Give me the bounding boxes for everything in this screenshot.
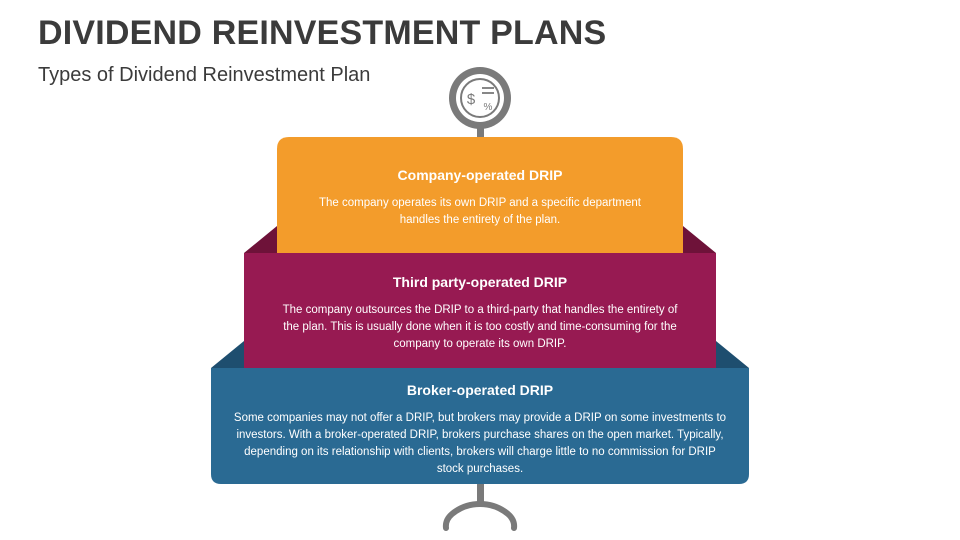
card-description: The company operates its own DRIP and a … (319, 197, 641, 226)
card-description: The company outsources the DRIP to a thi… (282, 304, 678, 350)
card-heading: Broker-operated DRIP (406, 382, 554, 398)
company-operated-card: Company-operated DRIP The company operat… (277, 137, 683, 253)
svg-text:%: % (484, 102, 493, 113)
bottom-right-wing (716, 341, 749, 368)
top-connector-stem (477, 126, 484, 140)
broker-operated-card: Broker-operated DRIP Some companies may … (211, 368, 749, 484)
dollar-percent-icon: $ % (449, 67, 511, 129)
card-description: Some companies may not offer a DRIP, but… (233, 412, 727, 475)
page-title: DIVIDEND REINVESTMENT PLANS (38, 14, 607, 52)
middle-right-wing (683, 226, 716, 253)
top-block (277, 137, 683, 253)
bottom-block (211, 368, 749, 484)
card-heading: Company-operated DRIP (397, 167, 563, 183)
page-subtitle: Types of Dividend Reinvestment Plan (38, 64, 371, 86)
bottom-left-wing (211, 341, 244, 368)
middle-left-wing (244, 226, 277, 253)
bottom-stand (442, 484, 518, 531)
third-party-operated-card: Third party-operated DRIP The company ou… (244, 253, 716, 368)
svg-text:$: $ (467, 91, 476, 108)
card-heading: Third party-operated DRIP (392, 274, 568, 290)
middle-block (244, 253, 716, 368)
